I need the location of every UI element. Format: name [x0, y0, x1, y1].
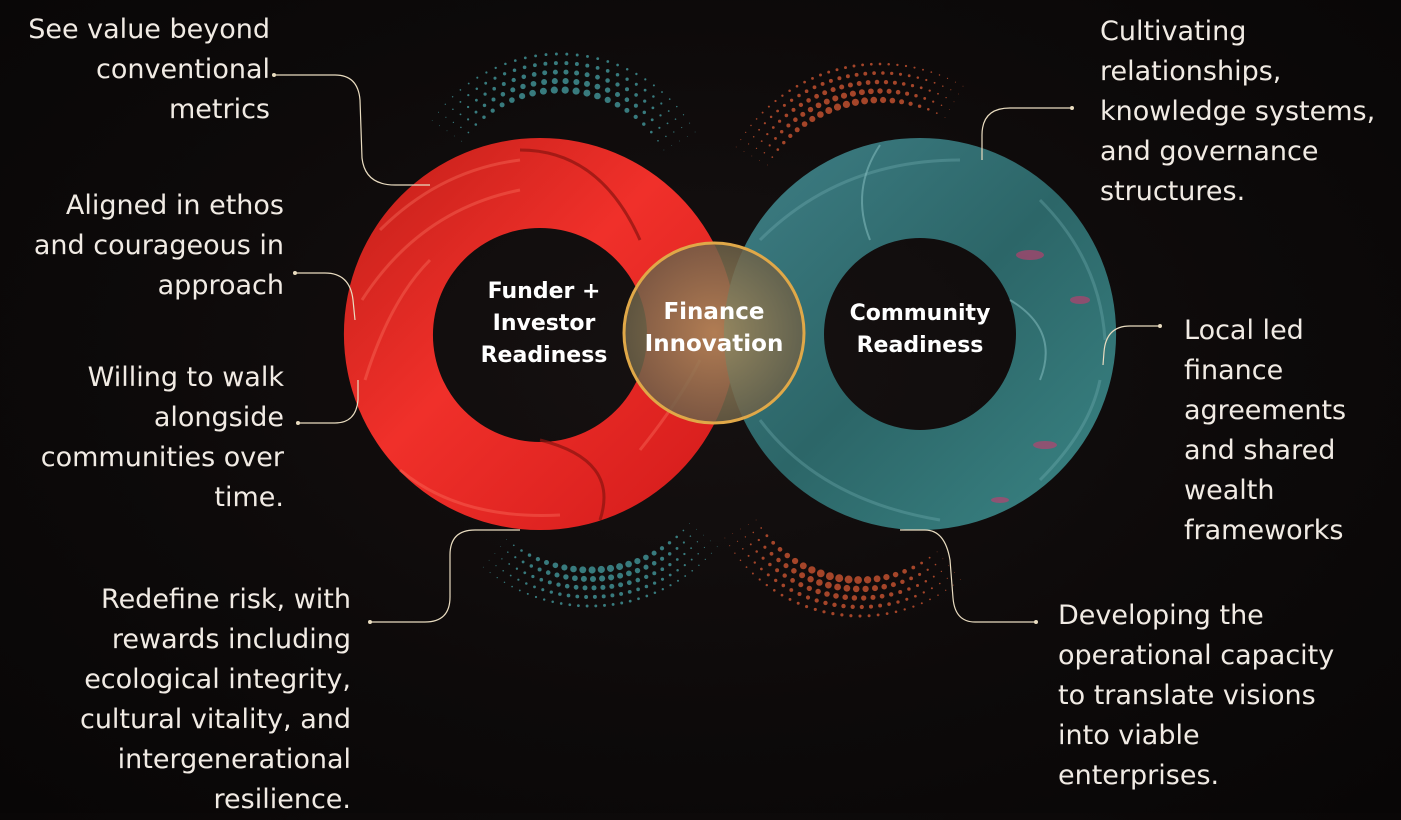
left-loop-label-line-2: Investor: [492, 311, 596, 336]
left-note-4-line-6: resilience.: [213, 784, 351, 815]
teal-dot-arc-top: [431, 52, 696, 151]
connector-left-4: [370, 529, 520, 623]
left-note-3-line-2: alongside: [153, 402, 284, 433]
right-note-2-line-2: finance: [1184, 355, 1284, 386]
center-label-line-1: Finance: [663, 299, 765, 325]
right-note-3-line-2: operational capacity: [1058, 640, 1335, 671]
right-loop-label-line-1: Community: [849, 301, 991, 326]
right-note-2-line-1: Local led: [1184, 315, 1304, 346]
right-note-1-line-4: and governance: [1100, 136, 1319, 167]
teal-dot-arc-bottom: [482, 523, 718, 608]
orange-dot-arc-top: [735, 62, 964, 166]
left-note-2-line-1: Aligned in ethos: [65, 190, 284, 221]
left-note-1-line-1: See value beyond: [28, 14, 270, 45]
left-note-4: Redefine risk, with rewards including ec…: [11, 580, 351, 820]
center-label: Finance Innovation: [638, 296, 790, 360]
connector-left-3: [298, 380, 359, 424]
right-note-2-line-5: wealth: [1184, 475, 1275, 506]
center-label-line-2: Innovation: [644, 331, 784, 357]
left-note-2: Aligned in ethos and courageous in appro…: [0, 186, 284, 306]
right-note-3-line-3: to translate visions: [1058, 680, 1316, 711]
right-loop: [723, 137, 1117, 531]
right-note-1-line-1: Cultivating: [1100, 16, 1247, 47]
left-note-3-line-4: time.: [214, 482, 284, 513]
connector-left-2: [295, 272, 356, 321]
right-note-1: Cultivating relationships, knowledge sys…: [1100, 12, 1398, 212]
right-note-2-line-3: agreements: [1184, 395, 1347, 426]
left-note-4-line-4: cultural vitality, and: [79, 704, 351, 735]
left-loop-label-line-1: Funder +: [487, 279, 601, 304]
left-note-2-line-3: approach: [157, 270, 284, 301]
right-loop-label: Community Readiness: [832, 298, 1008, 362]
left-note-3: Willing to walk alongside communities ov…: [0, 358, 284, 518]
right-note-2: Local led finance agreements and shared …: [1184, 311, 1399, 551]
left-note-4-line-2: rewards including: [111, 624, 351, 655]
right-note-2-line-4: and shared: [1184, 435, 1336, 466]
connector-right-1: [981, 107, 1072, 160]
connector-left-1: [274, 74, 430, 186]
right-note-1-line-3: knowledge systems,: [1100, 96, 1376, 127]
right-note-1-line-2: relationships,: [1100, 56, 1282, 87]
left-note-1-line-2: conventional: [96, 54, 270, 85]
connectors: [274, 74, 1160, 623]
right-note-3-line-4: into viable: [1058, 720, 1200, 751]
left-note-1-line-3: metrics: [168, 94, 270, 125]
left-loop: [343, 137, 737, 531]
left-note-3-line-3: communities over: [40, 442, 284, 473]
left-note-4-line-5: intergenerational: [117, 744, 351, 775]
orange-dot-arc-bottom: [724, 519, 961, 618]
right-loop-label-line-2: Readiness: [856, 333, 984, 358]
left-loop-label: Funder + Investor Readiness: [460, 276, 628, 372]
left-loop-label-line-3: Readiness: [480, 343, 608, 368]
left-note-3-line-1: Willing to walk: [87, 362, 284, 393]
left-note-1: See value beyond conventional metrics: [0, 10, 270, 130]
right-note-2-line-6: frameworks: [1184, 515, 1344, 546]
right-note-3-line-5: enterprises.: [1058, 760, 1220, 791]
left-note-4-line-1: Redefine risk, with: [101, 584, 351, 615]
right-note-1-line-5: structures.: [1100, 176, 1246, 207]
left-note-2-line-2: and courageous in: [33, 230, 284, 261]
right-note-3: Developing the operational capacity to t…: [1058, 596, 1398, 796]
left-note-4-line-3: ecological integrity,: [84, 664, 351, 695]
connector-right-3: [900, 529, 1036, 623]
center-ring: [622, 241, 806, 425]
connector-right-2: [1102, 325, 1160, 366]
right-note-3-line-1: Developing the: [1058, 600, 1264, 631]
